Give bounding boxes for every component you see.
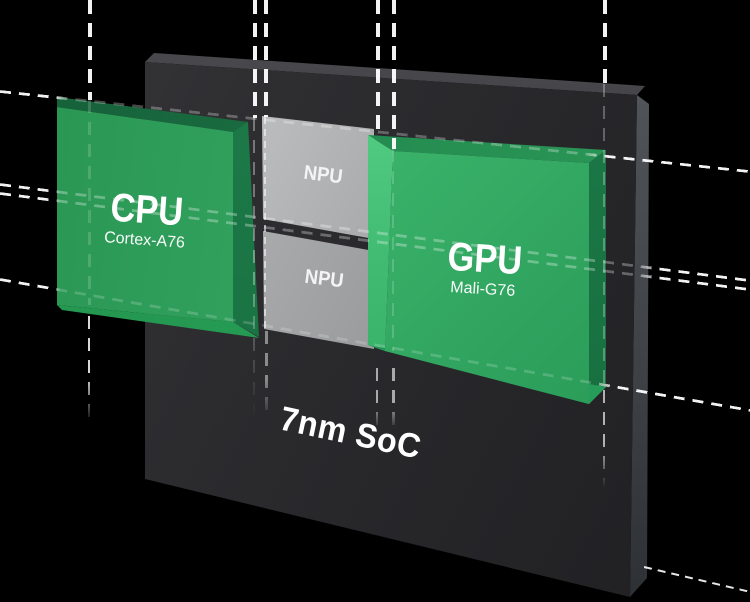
guide-vline-3-bottom — [265, 331, 268, 419]
guide-vline-6-top — [602, 0, 607, 84]
npu-top-label: NPU — [302, 161, 344, 189]
guide-vline-6-mid — [602, 84, 605, 390]
guide-vline-4-bottom — [375, 368, 378, 430]
guide-vline-5-bottom — [392, 368, 395, 430]
guide-vline-2-bottom — [252, 118, 255, 418]
guide-vline-5-mid — [391, 149, 394, 351]
guide-hline-chip-base — [643, 566, 750, 596]
guide-vline-5-top — [391, 0, 396, 149]
guide-vline-1-bottom — [87, 316, 90, 424]
guide-vline-4-top — [375, 0, 380, 132]
guide-vline-3-top — [263, 0, 268, 117]
npu-bottom-label: NPU — [303, 265, 345, 293]
guide-vline-2-top — [252, 0, 257, 118]
guide-vline-1-top — [87, 0, 92, 100]
guide-vline-3-npu-edge — [263, 117, 266, 331]
guide-vline-6-bottom — [602, 390, 605, 488]
gpu-label-group: GPU Mali-G76 — [382, 232, 585, 305]
